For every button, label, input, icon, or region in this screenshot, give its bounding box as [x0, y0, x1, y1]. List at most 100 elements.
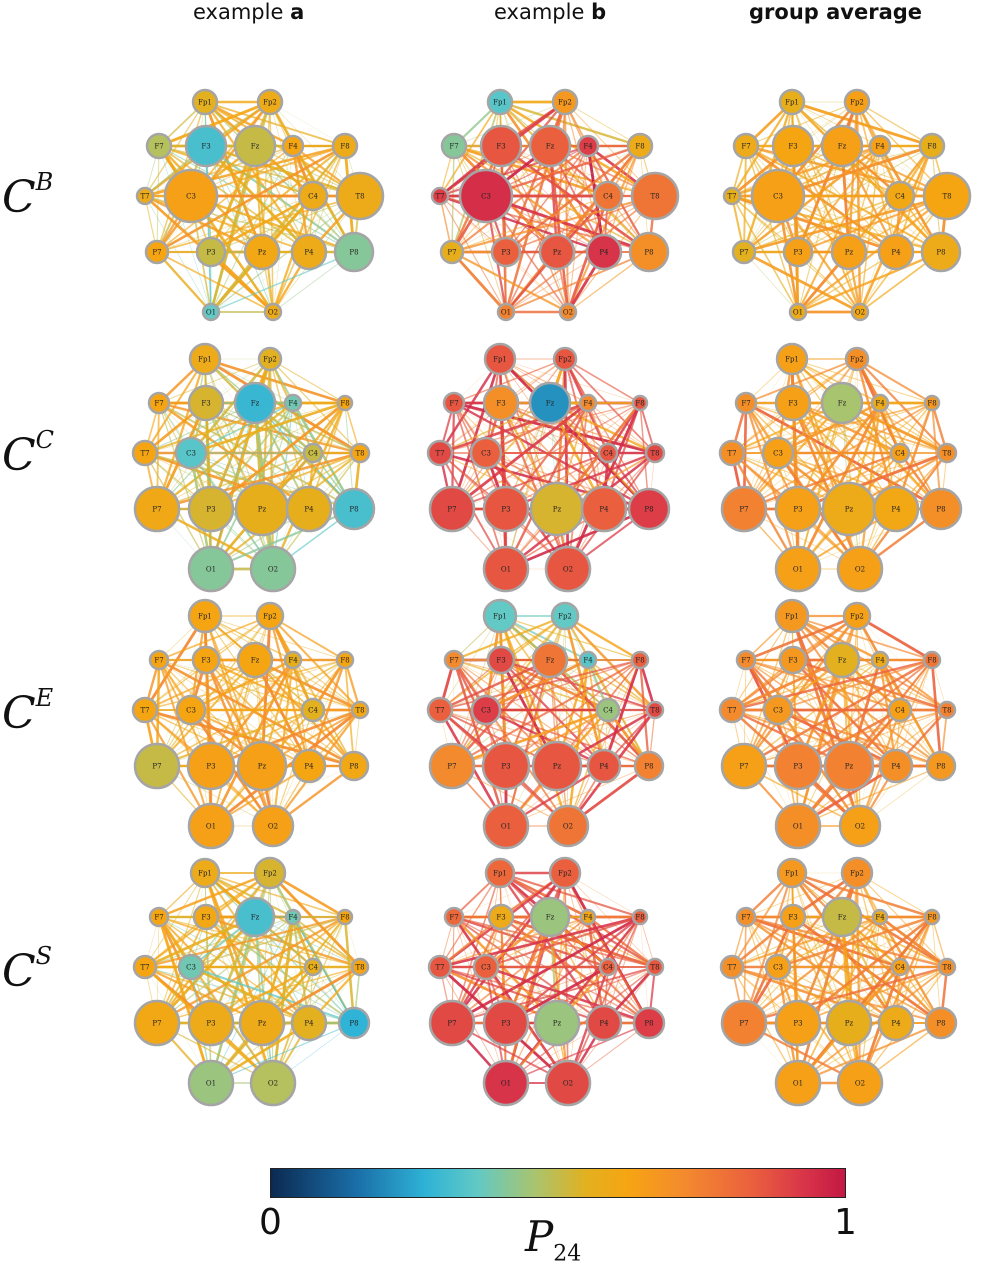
edge-F8-O1 [797, 402, 933, 570]
node-circle [335, 171, 385, 221]
node-T8: T8 [350, 700, 370, 720]
node-label: P3 [501, 249, 510, 257]
node-circle [773, 741, 823, 791]
node-label: C4 [895, 964, 905, 972]
edge-P8-O1 [210, 251, 355, 313]
node-label: C3 [773, 707, 783, 715]
node-T8: T8 [350, 957, 370, 977]
node-circle [627, 487, 671, 531]
node-label: P3 [501, 763, 510, 771]
node-circle [920, 231, 962, 273]
edge-P8-O1 [505, 251, 650, 313]
node-circle [925, 750, 957, 782]
node-C4: C4 [592, 180, 624, 212]
node-circle [836, 545, 884, 593]
node-F3: F3 [479, 124, 523, 168]
node-circle [871, 908, 889, 926]
node-circle [544, 545, 592, 593]
node-O1: O1 [201, 302, 221, 322]
node-circle [718, 696, 746, 724]
node-circle [189, 857, 221, 889]
node-T8: T8 [645, 957, 665, 977]
edge-P4-O1 [797, 251, 897, 313]
edge-Fp1-P7 [450, 358, 502, 510]
node-P8: P8 [924, 1006, 958, 1040]
edge-T8-P3 [797, 451, 948, 511]
node-Fz: Fz [233, 381, 277, 425]
edge-C3-P8 [190, 966, 355, 1024]
edge-F8-O2 [858, 916, 934, 1084]
node-Fz: Fz [823, 641, 861, 679]
node-Fz: Fz [528, 381, 572, 425]
edge-F8-O2 [272, 145, 346, 313]
node-circle [302, 442, 324, 464]
edge-Fp2-T8 [856, 615, 948, 711]
edge-F8-P7 [156, 402, 346, 510]
node-label: F8 [340, 143, 349, 151]
node-circle [187, 384, 225, 422]
edge-F8-P7 [743, 145, 933, 253]
node-F7: F7 [443, 649, 465, 671]
edge-Fp1-P4 [499, 358, 605, 510]
node-Fz: Fz [820, 381, 864, 425]
edge-F3-O1 [499, 145, 508, 313]
node-circle [284, 908, 302, 926]
node-label: Pz [553, 249, 562, 257]
edge-F7-C4 [453, 144, 609, 198]
node-circle [256, 88, 284, 116]
edge-Fp2-P8 [564, 358, 650, 510]
edge-Fp1-T7 [144, 101, 206, 197]
node-circle [720, 485, 768, 533]
node-label: F7 [741, 914, 750, 922]
node-C3: C3 [750, 168, 806, 224]
node-circle [884, 180, 916, 212]
edge-Fp2-T8 [269, 358, 361, 454]
node-label: F3 [201, 143, 210, 151]
node-label: Fp2 [558, 870, 572, 878]
edge-T8-P3 [505, 709, 656, 767]
node-circle [918, 132, 946, 160]
node-circle [187, 999, 235, 1047]
node-F4: F4 [871, 908, 889, 926]
edge-C3-P4 [777, 966, 897, 1024]
edge-F8-P4 [603, 916, 641, 1024]
edge-F8-T7 [731, 916, 933, 968]
node-circle [233, 381, 277, 425]
edge-F8-C3 [485, 402, 641, 454]
node-circle [195, 236, 227, 268]
node-label: P4 [891, 1020, 901, 1028]
node-label: F4 [288, 914, 298, 922]
edge-Fp1-Pz [498, 615, 559, 767]
node-P4: P4 [585, 1004, 623, 1042]
node-P7: P7 [133, 999, 181, 1047]
node-circle [551, 88, 579, 116]
edge-F4-P7 [743, 402, 881, 510]
edge-T7-Pz [731, 195, 850, 253]
node-Fz: Fz [233, 124, 277, 168]
edge-Fp1-P4 [204, 615, 310, 767]
node-label: Fp2 [558, 99, 572, 107]
node-circle [528, 381, 572, 425]
node-circle [578, 393, 598, 413]
node-circle [937, 700, 957, 720]
node-T8: T8 [349, 442, 371, 464]
edge-F7-C4 [745, 915, 901, 969]
node-label: O2 [855, 823, 865, 831]
node-label: F4 [875, 914, 885, 922]
node-label: F4 [583, 914, 593, 922]
node-circle [186, 741, 236, 791]
node-label: F7 [154, 657, 163, 665]
edge-F4-P8 [878, 916, 943, 1024]
node-label: O1 [793, 823, 803, 831]
node-T7: T7 [722, 186, 742, 206]
node-F3: F3 [486, 645, 516, 675]
node-Pz: Pz [825, 999, 873, 1047]
node-F7: F7 [440, 132, 468, 160]
edge-F8-C3 [485, 659, 641, 711]
node-F8: F8 [918, 132, 946, 160]
edge-F8-P3 [505, 145, 641, 253]
edge-Fp1-P4 [791, 358, 897, 510]
node-T7: T7 [718, 439, 746, 467]
node-Fz: Fz [528, 124, 572, 168]
node-circle [257, 346, 283, 372]
